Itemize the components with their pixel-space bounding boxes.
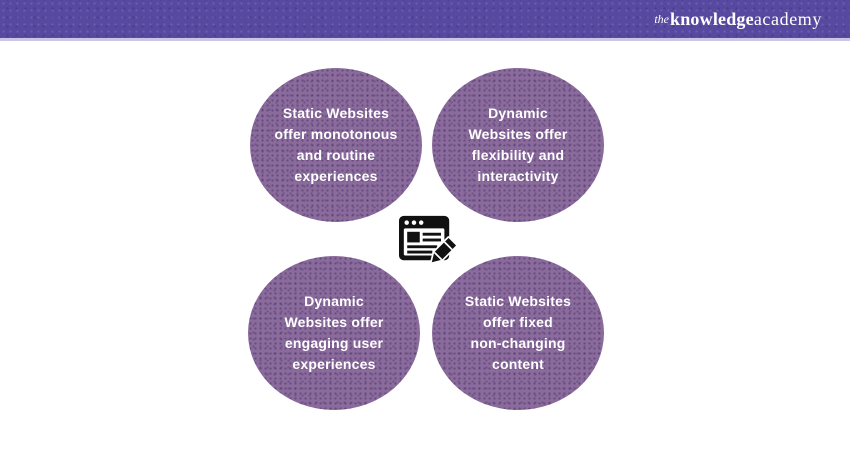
diagram-canvas: Static Websites offer monotonous and rou… — [0, 41, 850, 450]
logo-knowledge: knowledge — [670, 8, 754, 29]
text-line: Dynamic — [488, 105, 548, 121]
bubble-top-right: Dynamic Websites offer flexibility and i… — [432, 68, 604, 222]
text-line: Static Websites — [464, 293, 572, 309]
text-line: engaging user — [284, 335, 384, 351]
text-line: flexibility and — [471, 147, 565, 163]
center-badge — [380, 193, 474, 287]
header-accent-strip — [0, 38, 850, 41]
logo-academy: academy — [753, 8, 822, 29]
logo-the: the — [654, 11, 670, 26]
bubble-bottom-right-text: Static Websites offer fixed non-changing… — [465, 291, 571, 375]
text-line: offer fixed — [483, 314, 553, 330]
webpage-edit-icon — [399, 215, 458, 264]
bubble-top-right-text: Dynamic Websites offer flexibility and i… — [468, 103, 567, 187]
text-line: offer monotonous — [274, 126, 398, 142]
text-line: Websites offer — [468, 126, 568, 142]
text-line: content — [492, 356, 544, 372]
bubble-top-left-text: Static Websites offer monotonous and rou… — [275, 103, 398, 187]
bubble-bottom-right: Static Websites offer fixed non-changing… — [432, 256, 604, 410]
text-line: non-changing — [470, 335, 566, 351]
bubble-bottom-left: Dynamic Websites offer engaging user exp… — [248, 256, 420, 410]
text-line: experiences — [292, 356, 376, 372]
text-line: interactivity — [477, 168, 559, 184]
text-line: experiences — [294, 168, 378, 184]
text-line: Dynamic — [304, 293, 364, 309]
text-line: Static Websites — [282, 105, 390, 121]
text-line: Websites offer — [284, 314, 384, 330]
text-line: and routine — [296, 147, 376, 163]
bubble-top-left: Static Websites offer monotonous and rou… — [250, 68, 422, 222]
bubble-bottom-left-text: Dynamic Websites offer engaging user exp… — [284, 291, 383, 375]
